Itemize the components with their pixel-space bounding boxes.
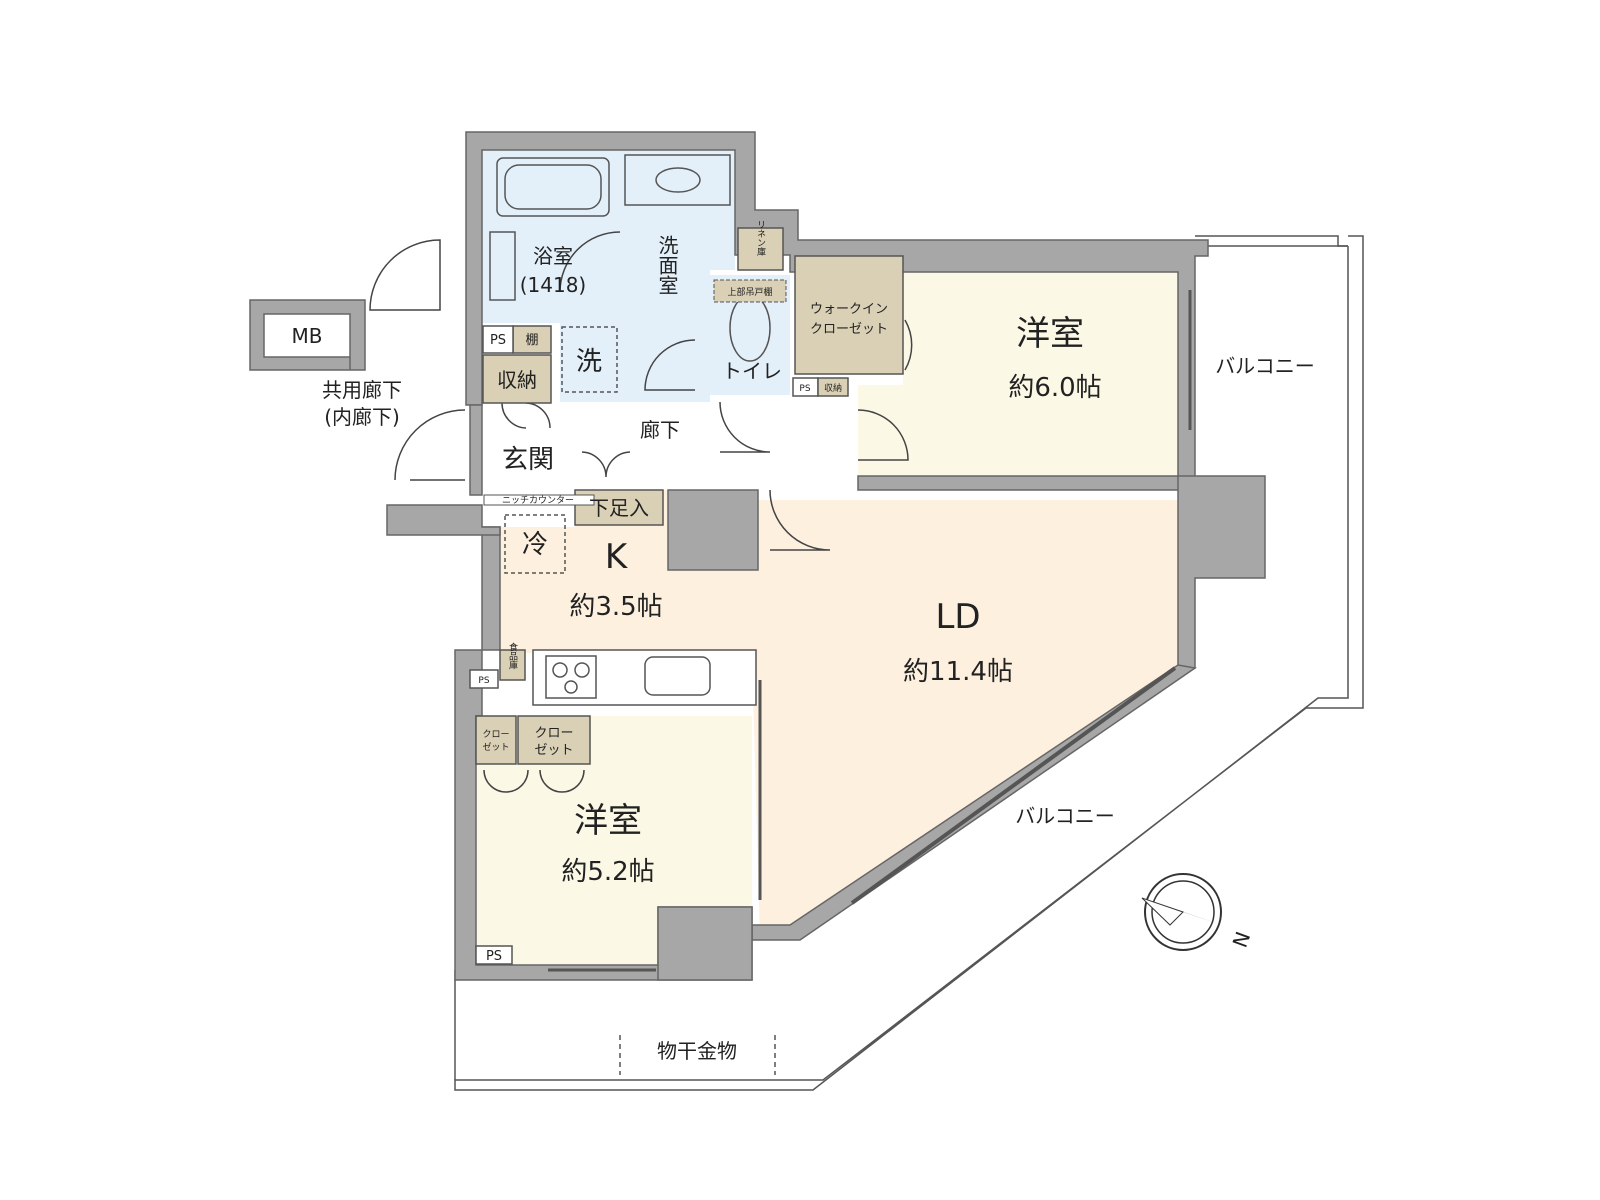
kitchen-name: K	[605, 537, 629, 577]
hallway-label: 廊下	[640, 418, 680, 442]
compass-n-label: N	[1228, 928, 1256, 950]
drying-rack-label: 物干金物	[657, 1039, 737, 1063]
western-room-1-size: 約6.0帖	[1008, 373, 1101, 403]
balcony-outline	[454, 235, 1364, 1091]
ld-size: 約11.4帖	[903, 657, 1013, 687]
closet-block	[517, 715, 591, 765]
corridor-label-2: (内廊下)	[324, 405, 400, 429]
small-storage-block	[817, 377, 849, 397]
washer-label: 洗	[576, 347, 602, 377]
shelf-label: 棚	[525, 333, 538, 348]
closet-line1: クロー	[534, 726, 573, 741]
closet-small-line1: クロー	[482, 729, 509, 740]
bathroom-spec: (1418)	[520, 273, 587, 297]
closet-small-block	[475, 715, 517, 765]
ps-block-3	[469, 669, 499, 689]
mb-label: MB	[292, 324, 323, 348]
ps-label-4: PS	[486, 949, 502, 964]
corridor-label-1: 共用廊下	[322, 378, 402, 402]
ld-name: LD	[935, 597, 980, 637]
small-storage-label: 収納	[824, 382, 842, 394]
washroom-floor	[560, 148, 735, 402]
western-room-1	[858, 256, 1193, 490]
western-room-2-size: 約5.2帖	[561, 857, 654, 887]
ps-label-2: PS	[799, 384, 810, 394]
balcony-right-label: バルコニー	[1215, 354, 1315, 378]
linen-block	[737, 227, 784, 271]
ps-block-1	[482, 325, 514, 354]
kitchen-size: 約3.5帖	[569, 592, 662, 622]
toilet-label: トイレ	[722, 359, 782, 383]
fixtures	[489, 154, 1192, 1075]
fridge-label: 冷	[522, 530, 548, 560]
ps-label-3: PS	[478, 676, 489, 686]
compass	[1141, 873, 1222, 951]
shoe-box-label: 下足入	[589, 496, 649, 520]
storage-block	[482, 354, 552, 404]
western-room-1-name: 洋室	[1016, 314, 1084, 354]
ps-label-1: PS	[490, 333, 506, 348]
washroom-label: 洗面室	[655, 235, 679, 295]
toilet-floor	[710, 275, 790, 395]
entrance-floor	[470, 410, 590, 495]
walk-in-closet-line2: クローゼット	[810, 322, 888, 337]
linen-label: リネン庫	[755, 220, 766, 257]
balcony-bottom-label: バルコニー	[1015, 804, 1115, 828]
pantry-block	[499, 649, 526, 681]
niche-counter-block	[483, 494, 595, 506]
bathroom-floor	[482, 148, 625, 323]
walk-in-closet-block	[794, 255, 904, 375]
niche-counter-label: ニッチカウンター	[502, 495, 574, 506]
western-room-2-name: 洋室	[574, 801, 642, 841]
entrance-label: 玄関	[502, 445, 554, 475]
shelf-block	[512, 325, 552, 354]
western-room-2	[476, 716, 752, 965]
walk-in-closet-line1: ウォークイン	[810, 302, 888, 317]
hallway-floor	[590, 410, 858, 490]
doors	[369, 231, 913, 793]
closet-small-line2: ゼット	[482, 741, 509, 753]
ld-room	[500, 490, 1195, 940]
upper-cabinet-block	[713, 279, 787, 303]
pantry-label: 食品庫	[507, 641, 518, 670]
bathroom-name: 浴室	[533, 244, 573, 268]
closet-line2: ゼット	[534, 743, 573, 758]
storage-label: 収納	[497, 368, 537, 392]
upper-cabinet-label: 上部吊戸棚	[727, 286, 772, 298]
ps-block-4	[475, 945, 513, 965]
